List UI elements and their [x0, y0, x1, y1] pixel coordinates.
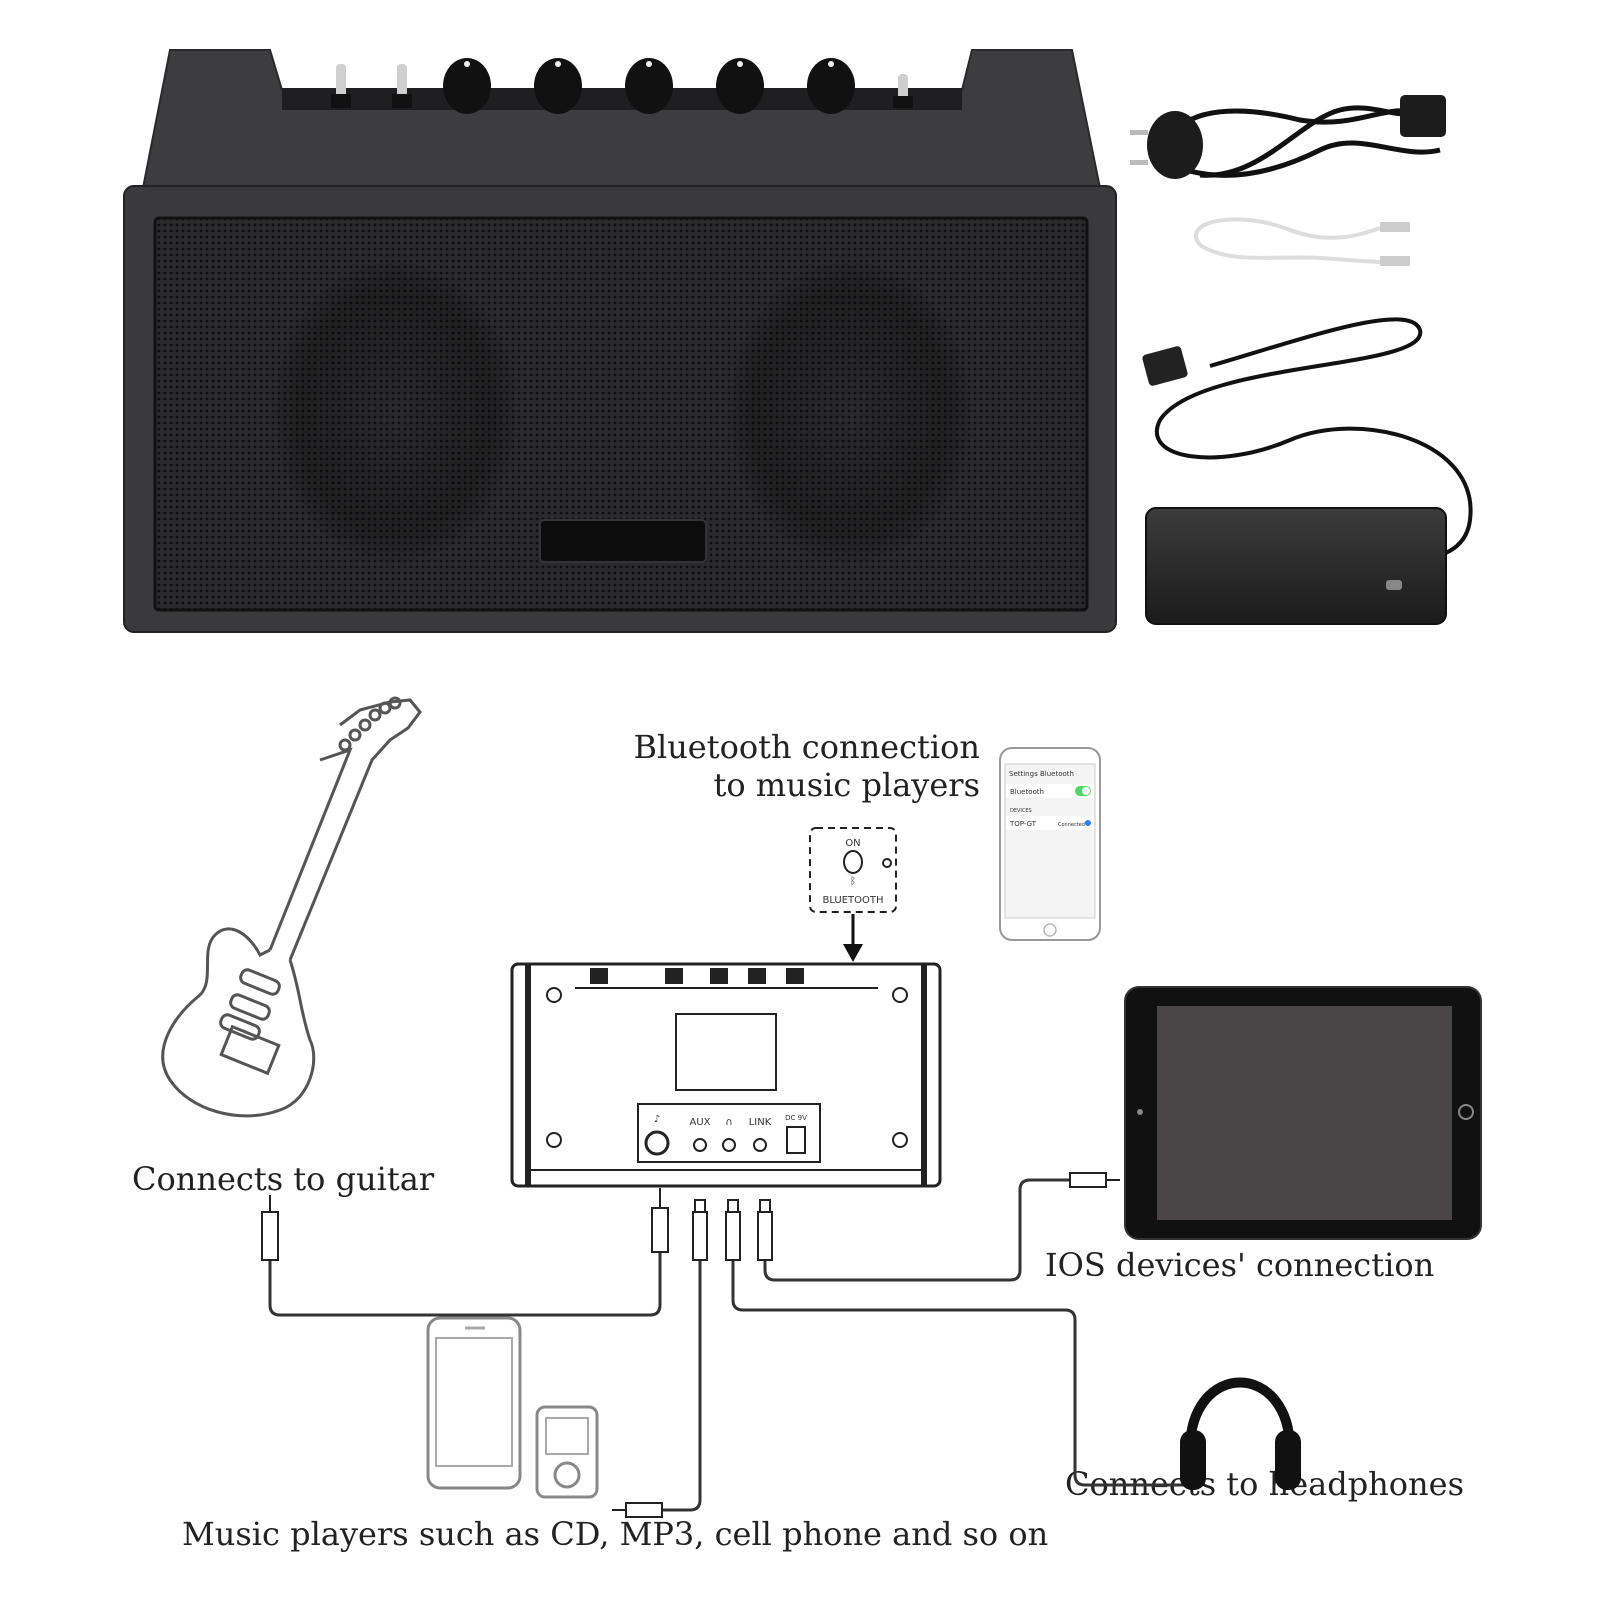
toggle-switch: [331, 64, 351, 108]
screw-icon: [546, 987, 562, 1003]
knob: [716, 58, 764, 114]
bluetooth-symbol-icon: ᛒ: [850, 876, 856, 887]
amp-top-panel: [141, 49, 1102, 189]
bluetooth-name-label: BLUETOOTH: [822, 895, 883, 906]
plug-icon: [725, 1199, 741, 1261]
ios-label: IOS devices' connection: [1045, 1246, 1434, 1284]
amplifier-photo: [123, 49, 1117, 633]
amp-rear-panel: ♪ AUX ∩ LINK DC 9V: [510, 962, 942, 1188]
phone-devices-header: DEVICES: [1010, 808, 1032, 814]
connection-cables: [268, 1178, 1190, 1512]
power-adapter-photo: [1142, 317, 1473, 625]
speaker-cone-left: [275, 262, 515, 562]
adapter-brick: [1145, 507, 1447, 625]
plug-icon: [612, 1502, 663, 1518]
plug-icon: [692, 1199, 708, 1261]
aux-jack: [693, 1138, 707, 1152]
mp3-player-icon: [535, 1405, 599, 1499]
iec-connector-icon: [1400, 95, 1446, 137]
amp-logo-plate: [539, 519, 707, 563]
plug-icon: [757, 1199, 773, 1261]
headphones-icon: [1180, 1377, 1301, 1490]
knob: [534, 58, 582, 114]
home-button-icon: [1043, 923, 1057, 937]
aux-label: AUX: [689, 1117, 710, 1128]
dc-plug-icon: [1142, 346, 1188, 386]
headphone-icon: ∩: [725, 1117, 732, 1128]
link-label: LINK: [749, 1117, 772, 1128]
guitar-icon: [161, 696, 422, 1118]
plug-icon: [261, 1195, 279, 1261]
music-players-label: Music players such as CD, MP3, cell phon…: [182, 1515, 1048, 1553]
phone-back-link: Settings: [1009, 770, 1038, 778]
knob: [443, 58, 491, 114]
tablet-icon: [1124, 986, 1482, 1240]
headphone-jack: [722, 1138, 736, 1152]
label-plate: [675, 1013, 777, 1091]
bluetooth-on-label: ON: [845, 838, 860, 849]
phone-screen-title: Bluetooth: [1040, 770, 1074, 778]
speaker-cone-right: [730, 262, 970, 562]
plug-icon: [1147, 111, 1203, 179]
tablet-screen: [1157, 1006, 1452, 1220]
guitar-input-icon: ♪: [654, 1114, 660, 1125]
bluetooth-label-line1: Bluetooth connection: [633, 728, 980, 766]
plug-icon: [651, 1188, 669, 1253]
audio-cable-photo: [1194, 217, 1410, 266]
power-cord-photo: [1130, 95, 1446, 179]
bluetooth-switch-icon: [843, 850, 863, 874]
info-icon: [1085, 820, 1091, 826]
bluetooth-panel-inset: ON ᛒ BLUETOOTH: [809, 827, 897, 913]
toggle-switch: [392, 64, 412, 108]
smartphone-icon: [426, 1316, 522, 1490]
dc-label: DC 9V: [785, 1114, 807, 1122]
plug-icon: [1069, 1172, 1120, 1188]
dc-jack: [786, 1126, 806, 1154]
link-jack: [753, 1138, 767, 1152]
camera-icon: [1137, 1109, 1143, 1115]
phone-device-name: TOP-GT: [1009, 820, 1037, 828]
phone-bluetooth-row: Bluetooth: [1010, 788, 1044, 796]
phone-device-status: Connected: [1058, 822, 1085, 828]
amp-control-strip: [282, 88, 962, 110]
knob: [807, 58, 855, 114]
arrow-down-icon: [843, 944, 863, 962]
bluetooth-label-line2: to music players: [713, 766, 980, 804]
toggle-switch: [893, 74, 913, 108]
home-button-icon: [1458, 1104, 1474, 1120]
screw-icon: [546, 1132, 562, 1148]
guitar-input-jack: [644, 1130, 670, 1156]
plug-icon: [1380, 222, 1410, 232]
jack-panel: [637, 1103, 821, 1163]
knob: [625, 58, 673, 114]
screw-icon: [892, 1132, 908, 1148]
phone-bluetooth-settings: Settings Bluetooth Bluetooth DEVICES TOP…: [999, 747, 1101, 941]
plug-icon: [1380, 256, 1410, 266]
screw-icon: [892, 987, 908, 1003]
guitar-label: Connects to guitar: [132, 1160, 435, 1198]
indicator-led-icon: [882, 858, 892, 868]
